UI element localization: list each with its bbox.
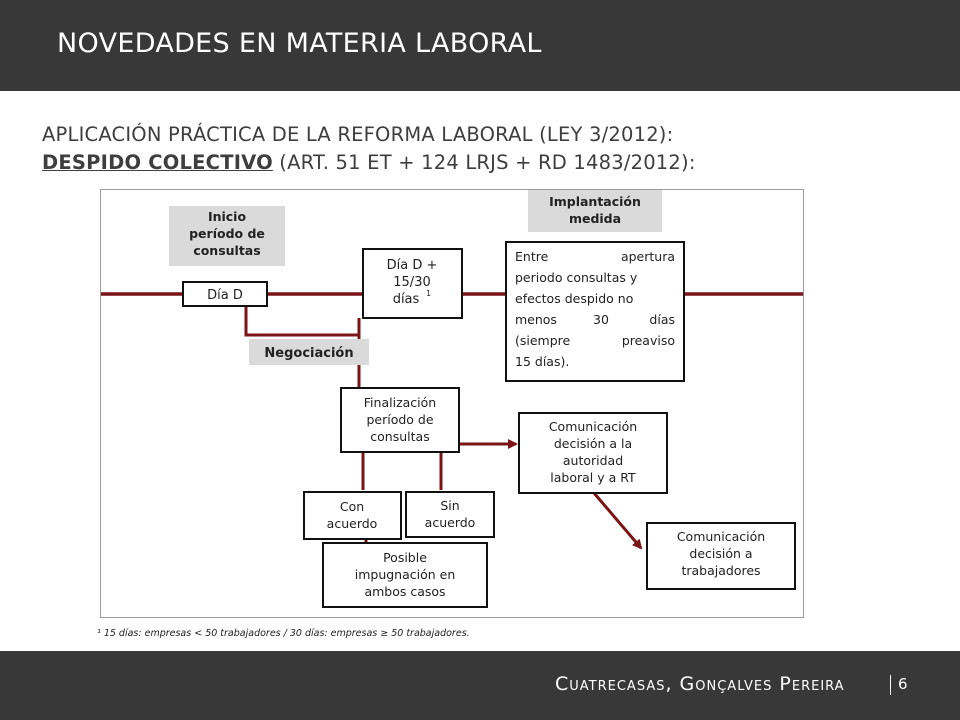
- dia-d-15-line-3: días: [393, 292, 420, 307]
- comunicacion-autoridad-line-3: autoridad: [563, 453, 623, 468]
- entre-word-30: 30: [593, 312, 609, 327]
- dia-d-15-line-2: 15/30: [393, 275, 430, 290]
- comunicacion-autoridad-line-1: Comunicación: [549, 419, 637, 434]
- impugnacion-line-2: impugnación en: [355, 567, 456, 582]
- sin-acuerdo-line-1: Sin: [440, 498, 459, 513]
- comunicacion-trabajadores-line-3: trabajadores: [681, 563, 760, 578]
- entre-word-siempre: (siempre: [515, 333, 571, 348]
- page-title: NOVEDADES EN MATERIA LABORAL: [57, 28, 542, 59]
- process-diagram: Inicio período de consultas Implantación…: [101, 190, 803, 608]
- inicio-line-3: consultas: [193, 243, 260, 258]
- implantacion-line-2: medida: [569, 211, 621, 226]
- brand-name: Cuatrecasas, Gonçalves Pereira: [555, 673, 845, 695]
- dia-d-15-box: Día D + 15/30 días 1: [362, 248, 463, 319]
- impugnacion-box: Posible impugnación en ambos casos: [322, 542, 488, 608]
- finalizacion-line-3: consultas: [370, 429, 429, 444]
- inicio-line-1: Inicio: [208, 209, 247, 224]
- negociacion-label: Negociación: [249, 339, 369, 365]
- subtitle-line-2-rest: (ART. 51 ET + 124 LRJS + RD 1483/2012):: [272, 151, 696, 174]
- comunicacion-autoridad-box: Comunicación decisión a la autoridad lab…: [518, 412, 668, 494]
- slide-subtitle: APLICACIÓN PRÁCTICA DE LA REFORMA LABORA…: [42, 121, 696, 177]
- comunicacion-trabajadores-box: Comunicación decisión a trabajadores: [646, 522, 796, 590]
- comunicacion-autoridad-line-4: laboral y a RT: [550, 470, 636, 485]
- footnote-marker: 1: [426, 289, 431, 298]
- entre-word-2: apertura: [621, 249, 675, 264]
- comunicacion-trabajadores-line-2: decisión a: [689, 546, 752, 561]
- finalizacion-line-1: Finalización: [364, 395, 436, 410]
- dia-d-text: Día D: [207, 288, 243, 303]
- subtitle-highlight: DESPIDO COLECTIVO: [42, 151, 273, 174]
- page-number: 6: [898, 675, 908, 693]
- inicio-line-2: período de: [189, 226, 265, 241]
- footnote: ¹ 15 días: empresas < 50 trabajadores / …: [97, 628, 470, 639]
- entre-apertura-box: Entre apertura periodo consultas y efect…: [505, 241, 685, 382]
- entre-line-3: efectos despido no: [515, 291, 633, 306]
- dia-d-15-line-1: Día D +: [387, 258, 438, 273]
- con-acuerdo-line-1: Con: [340, 499, 364, 514]
- comunicacion-autoridad-line-2: decisión a la: [554, 436, 632, 451]
- sin-acuerdo-line-2: acuerdo: [425, 515, 476, 530]
- implantacion-medida-label: Implantación medida: [528, 190, 662, 232]
- subtitle-line-1: APLICACIÓN PRÁCTICA DE LA REFORMA LABORA…: [42, 123, 674, 146]
- comunicacion-trabajadores-line-1: Comunicación: [677, 529, 765, 544]
- negociacion-text: Negociación: [264, 346, 353, 361]
- con-acuerdo-line-2: acuerdo: [327, 516, 378, 531]
- page-separator: [890, 675, 891, 695]
- impugnacion-line-1: Posible: [383, 550, 427, 565]
- subtitle-line-2: DESPIDO COLECTIVO (ART. 51 ET + 124 LRJS…: [42, 149, 696, 177]
- con-acuerdo-box: Con acuerdo: [303, 491, 402, 540]
- implantacion-line-1: Implantación: [549, 194, 641, 209]
- entre-word-menos: menos: [515, 312, 557, 327]
- sin-acuerdo-box: Sin acuerdo: [405, 491, 495, 538]
- entre-word-dias: días: [649, 312, 675, 327]
- finalizacion-line-2: período de: [366, 412, 433, 427]
- entre-word-1: Entre: [515, 249, 549, 264]
- diagram-frame: Inicio período de consultas Implantación…: [100, 189, 804, 618]
- dia-d-box: Día D: [182, 281, 268, 307]
- entre-line-2: periodo consultas y: [515, 270, 638, 285]
- header-bar: NOVEDADES EN MATERIA LABORAL: [0, 0, 960, 91]
- inicio-periodo-label: Inicio período de consultas: [169, 206, 285, 266]
- impugnacion-line-3: ambos casos: [364, 584, 445, 599]
- finalizacion-box: Finalización período de consultas: [340, 387, 460, 453]
- footer-bar: Cuatrecasas, Gonçalves Pereira 6: [0, 651, 960, 720]
- entre-line-last: 15 días).: [515, 354, 569, 369]
- entre-word-preaviso: preaviso: [622, 333, 675, 348]
